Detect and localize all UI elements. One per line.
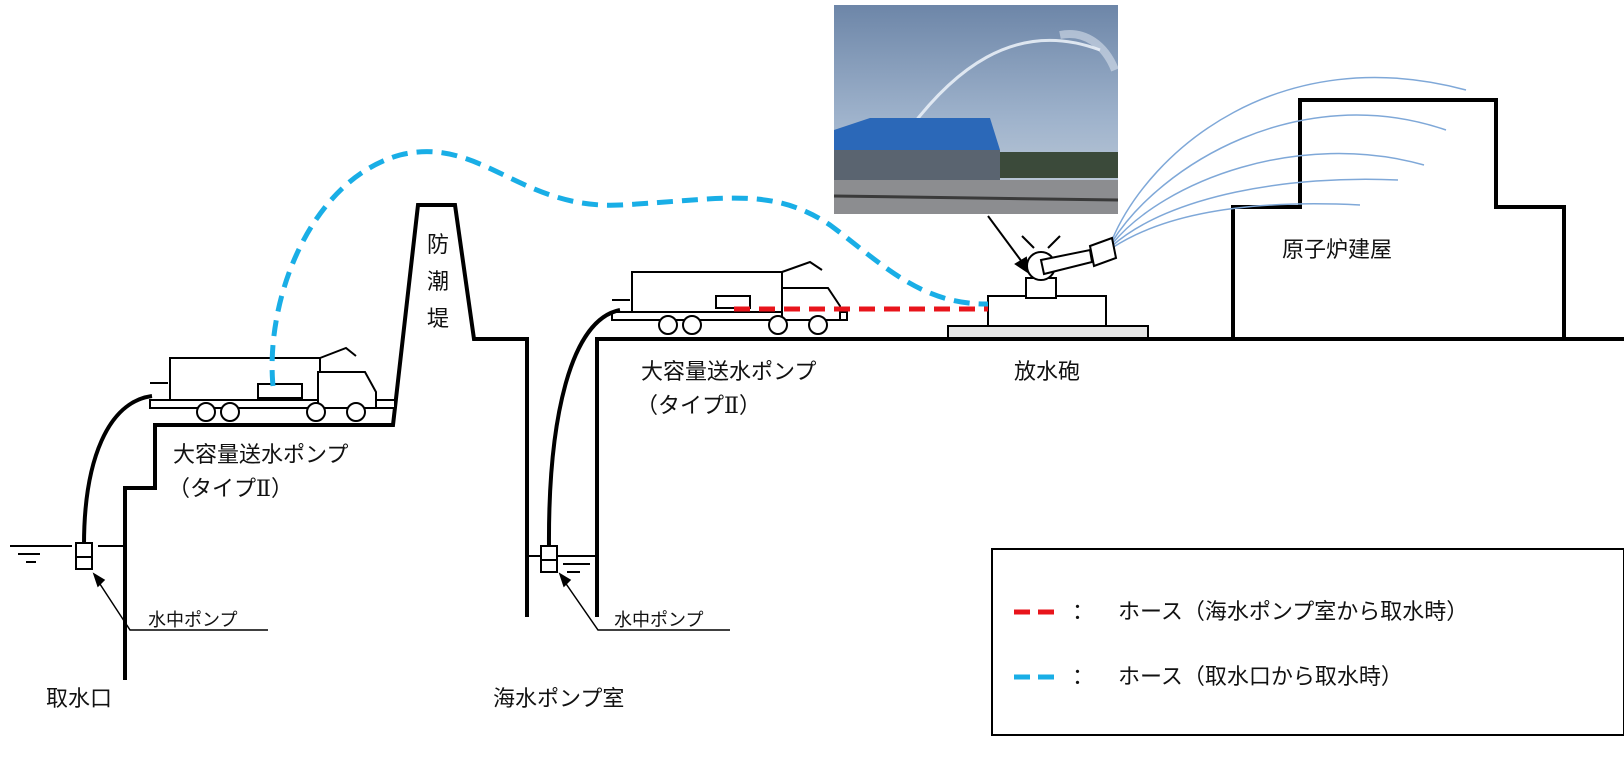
svg-text:ホース（取水口から取水時）: ホース（取水口から取水時）	[1118, 665, 1403, 690]
svg-text:大容量送水ポンプ: 大容量送水ポンプ	[641, 360, 816, 385]
pump-truck-mid	[611, 260, 848, 335]
water-spray	[1111, 76, 1467, 249]
seawall-label: 防 潮 堤	[427, 233, 449, 332]
water-surface-mid	[527, 555, 597, 573]
reactor-building	[1231, 98, 1566, 339]
water-cannon-icon	[947, 235, 1149, 339]
water-cannon-photo	[833, 5, 1119, 214]
blue-hose	[269, 149, 989, 387]
pump-truck-left	[149, 346, 396, 422]
leader-submersible-mid	[558, 572, 730, 631]
suction-hose-left	[82, 394, 153, 546]
svg-text:：: ：	[1072, 665, 1094, 690]
svg-text:堤: 堤	[427, 307, 449, 332]
submersible-mid-label: 水中ポンプ	[614, 610, 703, 631]
water-surface-left	[10, 545, 125, 563]
water-cannon-label: 放水砲	[1014, 360, 1080, 385]
svg-text:防: 防	[427, 233, 449, 258]
pump-mid-label: 大容量送水ポンプ （タイプⅡ）	[636, 360, 816, 419]
suction-hose-mid	[546, 308, 621, 549]
legend-item-red: ： ホース（海水ポンプ室から取水時）	[1014, 600, 1468, 625]
svg-text:潮: 潮	[427, 270, 449, 295]
ground-profile	[123, 203, 1624, 680]
svg-text:ホース（海水ポンプ室から取水時）: ホース（海水ポンプ室から取水時）	[1118, 600, 1468, 625]
svg-text:：: ：	[1072, 600, 1094, 625]
submersible-left-label: 水中ポンプ	[148, 610, 237, 631]
photo-pointer-arrow	[987, 215, 1030, 275]
svg-text:（タイプⅡ）: （タイプⅡ）	[636, 394, 761, 419]
pump-left-label: 大容量送水ポンプ （タイプⅡ）	[168, 443, 348, 502]
leader-submersible-left	[92, 572, 268, 631]
svg-text:（タイプⅡ）: （タイプⅡ）	[168, 477, 293, 502]
legend: ： ホース（海水ポンプ室から取水時） ： ホース（取水口から取水時）	[991, 548, 1624, 736]
svg-text:大容量送水ポンプ: 大容量送水ポンプ	[173, 443, 348, 468]
reactor-building-label: 原子炉建屋	[1282, 238, 1392, 263]
intake-label: 取水口	[46, 687, 112, 712]
legend-item-blue: ： ホース（取水口から取水時）	[1014, 665, 1403, 690]
submersible-pump-mid	[540, 545, 558, 573]
seawater-pump-room-label: 海水ポンプ室	[493, 687, 624, 712]
submersible-pump-left	[75, 542, 93, 570]
